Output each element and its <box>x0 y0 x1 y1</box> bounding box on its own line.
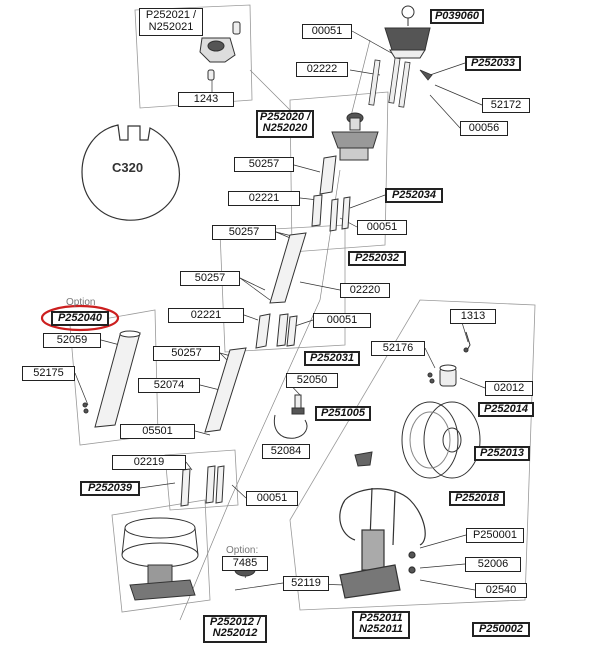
part-label-52119: 52119 <box>283 576 329 591</box>
panel-outlines <box>69 4 536 613</box>
part-label-02219: 02219 <box>112 455 186 470</box>
guide-lines <box>179 39 371 621</box>
part-label-00051-2: 00051 <box>357 220 407 235</box>
option-tube-drawing <box>82 330 141 428</box>
part-label-02012: 02012 <box>485 381 533 396</box>
bolt-pieces-drawing <box>368 57 433 108</box>
part-label-52074: 52074 <box>138 378 200 393</box>
part-label-p252013: P252013 <box>474 446 530 461</box>
part-label-52176: 52176 <box>371 341 425 356</box>
c320-label: C320 <box>112 160 144 175</box>
part-label-00051-4: 00051 <box>246 491 298 506</box>
part-label-1243: 1243 <box>178 92 234 107</box>
highlight-ring <box>40 304 120 332</box>
base-frame-drawing <box>339 487 426 599</box>
part-label-02221-top: 02221 <box>228 191 300 206</box>
part-label-00051-top: 00051 <box>302 24 352 39</box>
part-label-52006: 52006 <box>465 557 521 572</box>
part-label-p252021: P252021 / N252021 <box>139 8 203 36</box>
part-label-p252039: P252039 <box>80 481 140 496</box>
option-label-2: Option: <box>226 545 259 556</box>
part-label-7485: 7485 <box>222 556 268 571</box>
part-label-50257-2: 50257 <box>212 225 276 240</box>
tube-segments-drawing <box>180 155 351 507</box>
part-label-50257-1: 50257 <box>234 157 294 172</box>
part-label-52172: 52172 <box>482 98 530 113</box>
part-label-p252011: P252011 N252011 <box>352 611 410 639</box>
part-label-02222: 02222 <box>296 62 348 77</box>
part-label-p252020: P252020 / N252020 <box>256 110 314 138</box>
part-label-50257-3: 50257 <box>180 271 240 286</box>
part-label-05501: 05501 <box>120 424 195 439</box>
side-small-parts-drawing <box>427 331 471 387</box>
part-label-p252018: P252018 <box>449 491 505 506</box>
part-label-p252034: P252034 <box>385 188 443 203</box>
part-label-02221-mid: 02221 <box>168 308 244 323</box>
part-label-p252040: P252040 <box>51 311 109 326</box>
part-label-p252031: P252031 <box>304 351 360 366</box>
part-label-50257-4: 50257 <box>153 346 220 361</box>
part-label-02540: 02540 <box>475 583 527 598</box>
part-label-52175: 52175 <box>22 366 75 381</box>
part-label-p039060: P039060 <box>430 9 484 24</box>
reel-drawing <box>354 401 481 479</box>
part-label-p252032: P252032 <box>348 251 406 266</box>
part-label-00051-3: 00051 <box>313 313 371 328</box>
part-label-p252014: P252014 <box>478 402 534 417</box>
option-label-1: Option <box>66 297 96 308</box>
part-label-52059: 52059 <box>43 333 101 348</box>
part-label-p251005: P251005 <box>315 406 371 421</box>
c320-part-drawing <box>81 124 180 221</box>
part-label-00056: 00056 <box>460 121 508 136</box>
part-label-p250002: P250002 <box>472 622 530 637</box>
part-label-52084: 52084 <box>262 444 310 459</box>
part-label-52050: 52050 <box>286 373 338 388</box>
hook-assembly-drawing <box>273 394 308 439</box>
column-head-drawing <box>331 112 379 161</box>
top-knob-drawing <box>384 5 431 59</box>
part-label-02220: 02220 <box>340 283 390 298</box>
part-label-p252012: P252012 / N252012 <box>203 615 267 643</box>
part-label-p252033: P252033 <box>465 56 521 71</box>
clip-assembly-drawing <box>199 21 241 81</box>
part-label-1313: 1313 <box>450 309 496 324</box>
part-label-p250001: P250001 <box>466 528 524 543</box>
